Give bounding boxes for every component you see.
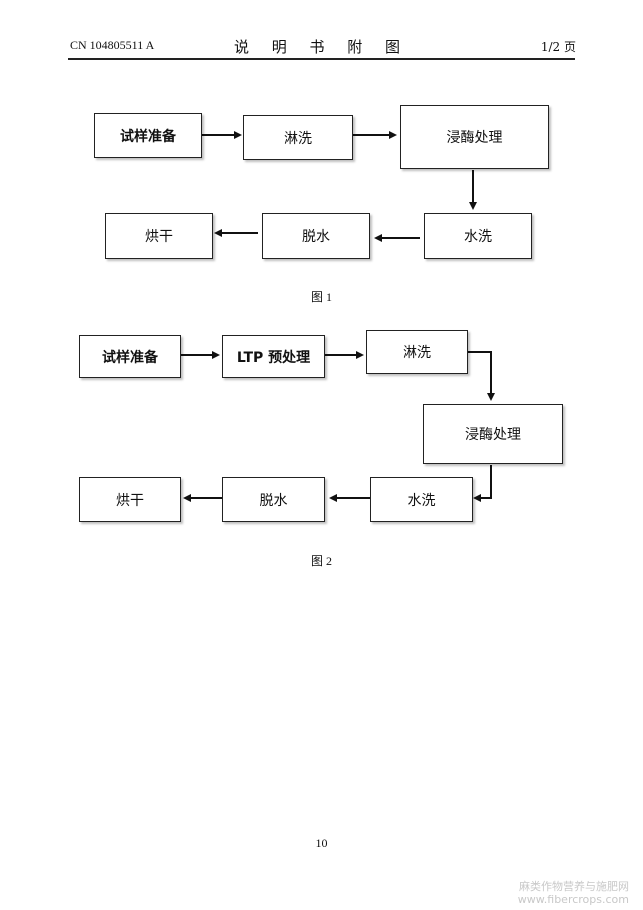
page-number: 10 <box>315 836 328 850</box>
document-title: 说 明 书 附 图 <box>233 38 410 56</box>
arrow-fig2-rinse-to-enzyme <box>468 351 495 401</box>
fig2-step-enzyme: 浸酶处理 <box>423 404 563 464</box>
header-rule <box>68 58 575 60</box>
fig2-step-prep: 试样准备 <box>79 335 181 378</box>
page-indicator: 1/2 页 <box>540 40 576 54</box>
fig1-step-rinse: 淋洗 <box>243 115 353 160</box>
fig2-step-rinse: 淋洗 <box>366 330 468 374</box>
fig1-step-prep: 试样准备 <box>94 113 202 158</box>
arrow-fig2-enzyme-to-wash <box>473 465 492 502</box>
fig1-step-enzyme: 浸酶处理 <box>400 105 549 169</box>
watermark-line1: 麻类作物营养与施肥网 <box>519 880 629 893</box>
fig2-step-ltp: LTP 预处理 <box>222 335 325 378</box>
watermark-line2: www.fibercrops.com <box>517 893 629 906</box>
patent-number: CN 104805511 A <box>70 38 155 52</box>
site-watermark: 麻类作物营养与施肥网 www.fibercrops.com <box>518 880 629 906</box>
fig2-step-wash: 水洗 <box>370 477 473 522</box>
fig1-step-dry: 烘干 <box>105 213 213 259</box>
fig2-caption: 图 2 <box>311 554 333 568</box>
fig2-step-dry: 烘干 <box>79 477 181 522</box>
fig1-step-dewater: 脱水 <box>262 213 370 259</box>
fig1-step-wash: 水洗 <box>424 213 532 259</box>
fig2-step-dewater: 脱水 <box>222 477 325 522</box>
fig1-caption: 图 1 <box>311 290 333 304</box>
